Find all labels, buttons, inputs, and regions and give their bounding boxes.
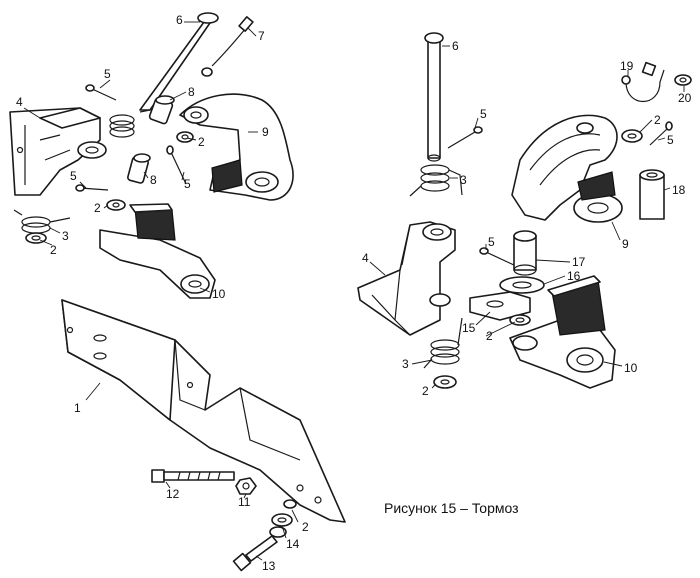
callout-2-left-c: 2 bbox=[50, 243, 57, 257]
callout-2-right-b: 2 bbox=[422, 384, 429, 398]
part-2-washer-e bbox=[269, 526, 287, 538]
part-9-lever-right bbox=[511, 114, 623, 223]
part-10-lever-left bbox=[99, 203, 216, 299]
callout-7: 7 bbox=[258, 29, 265, 43]
part-13-bolt bbox=[232, 535, 278, 572]
part-2-washer-h bbox=[621, 129, 643, 143]
part-8-bushing-upper bbox=[148, 95, 175, 125]
callout-11: 11 bbox=[238, 495, 251, 509]
callout-14: 14 bbox=[286, 537, 300, 551]
callout-19: 19 bbox=[620, 59, 634, 73]
callout-2-left-a: 2 bbox=[198, 135, 205, 149]
callout-10-left: 10 bbox=[212, 287, 226, 301]
callout-3-left: 3 bbox=[62, 229, 69, 243]
part-4-bracket-right bbox=[357, 221, 456, 336]
callout-8-lower: 8 bbox=[150, 173, 157, 187]
part-6-pin-left bbox=[139, 12, 219, 113]
callout-4-left: 4 bbox=[16, 95, 23, 109]
part-5-cotter-pin-f bbox=[649, 121, 673, 146]
callout-numbers: 1 4 5 6 7 8 2 9 5 8 5 2 3 2 10 12 11 2 1… bbox=[16, 13, 692, 573]
callout-5-right-c: 5 bbox=[667, 133, 674, 147]
callout-3-right-b: 3 bbox=[402, 357, 409, 371]
part-3-spring-left-top bbox=[109, 114, 135, 138]
callout-16: 16 bbox=[567, 269, 581, 283]
part-8-bushing-lower bbox=[127, 153, 151, 184]
callout-9-right: 9 bbox=[622, 237, 629, 251]
callout-6-right: 6 bbox=[452, 39, 459, 53]
callout-15: 15 bbox=[462, 321, 476, 335]
callout-9-left: 9 bbox=[262, 125, 269, 139]
part-2-washer-g bbox=[433, 375, 457, 389]
part-3-spring-right-bottom bbox=[423, 317, 463, 369]
part-16-washer bbox=[499, 276, 545, 294]
part-2-washer-d bbox=[283, 499, 297, 509]
callout-17: 17 bbox=[572, 255, 586, 269]
part-5-cotter-pin-d bbox=[447, 126, 483, 149]
part-5-cotter-pin-e bbox=[479, 247, 517, 267]
callout-2-right-c: 2 bbox=[654, 113, 661, 127]
callout-5-right-a: 5 bbox=[480, 107, 487, 121]
callout-5-right-b: 5 bbox=[488, 235, 495, 249]
part-1-frame bbox=[61, 299, 346, 523]
part-17-pin bbox=[513, 230, 537, 276]
callout-5-left-a: 5 bbox=[104, 67, 111, 81]
part-2-washer-f bbox=[509, 314, 531, 326]
callout-5-left-b: 5 bbox=[184, 177, 191, 191]
part-19-cable bbox=[621, 61, 665, 103]
part-5-cotter-pin-a bbox=[85, 84, 117, 101]
part-4-bracket-left bbox=[9, 107, 107, 196]
leader-lines bbox=[23, 21, 685, 561]
part-15-plate bbox=[469, 291, 531, 321]
part-20-ring bbox=[674, 74, 692, 86]
callout-5-left-c: 5 bbox=[70, 169, 77, 183]
part-18-bushing bbox=[639, 169, 665, 220]
callout-3-right-a: 3 bbox=[460, 173, 467, 187]
part-2-washer-b bbox=[106, 199, 126, 211]
callout-8-upper: 8 bbox=[188, 85, 195, 99]
callout-20: 20 bbox=[678, 91, 692, 105]
callout-6-left: 6 bbox=[176, 13, 183, 27]
callout-10-right: 10 bbox=[624, 361, 638, 375]
part-7-cable bbox=[201, 16, 254, 77]
part-10-lever-right bbox=[509, 275, 616, 389]
figure-caption: Рисунок 15 – Тормоз bbox=[384, 500, 519, 516]
part-9-lever-left bbox=[179, 93, 294, 201]
callout-1: 1 bbox=[74, 401, 81, 415]
callout-2-left-d: 2 bbox=[302, 520, 309, 534]
part-12-bolt bbox=[151, 469, 235, 483]
callout-18: 18 bbox=[672, 183, 686, 197]
part-6-pin-right bbox=[424, 32, 444, 162]
part-14-washer bbox=[271, 513, 293, 527]
part-11-nut bbox=[235, 477, 257, 495]
callout-4-right: 4 bbox=[362, 251, 369, 265]
part-5-cotter-pin-c bbox=[75, 184, 109, 192]
part-2-washer-a bbox=[176, 131, 194, 143]
callout-2-left-b: 2 bbox=[94, 201, 101, 215]
part-3-spring-right-top bbox=[409, 164, 463, 197]
callout-12: 12 bbox=[166, 487, 180, 501]
part-5-cotter-pin-b bbox=[166, 145, 187, 185]
callout-2-right-a: 2 bbox=[486, 329, 493, 343]
callout-13: 13 bbox=[262, 559, 276, 573]
